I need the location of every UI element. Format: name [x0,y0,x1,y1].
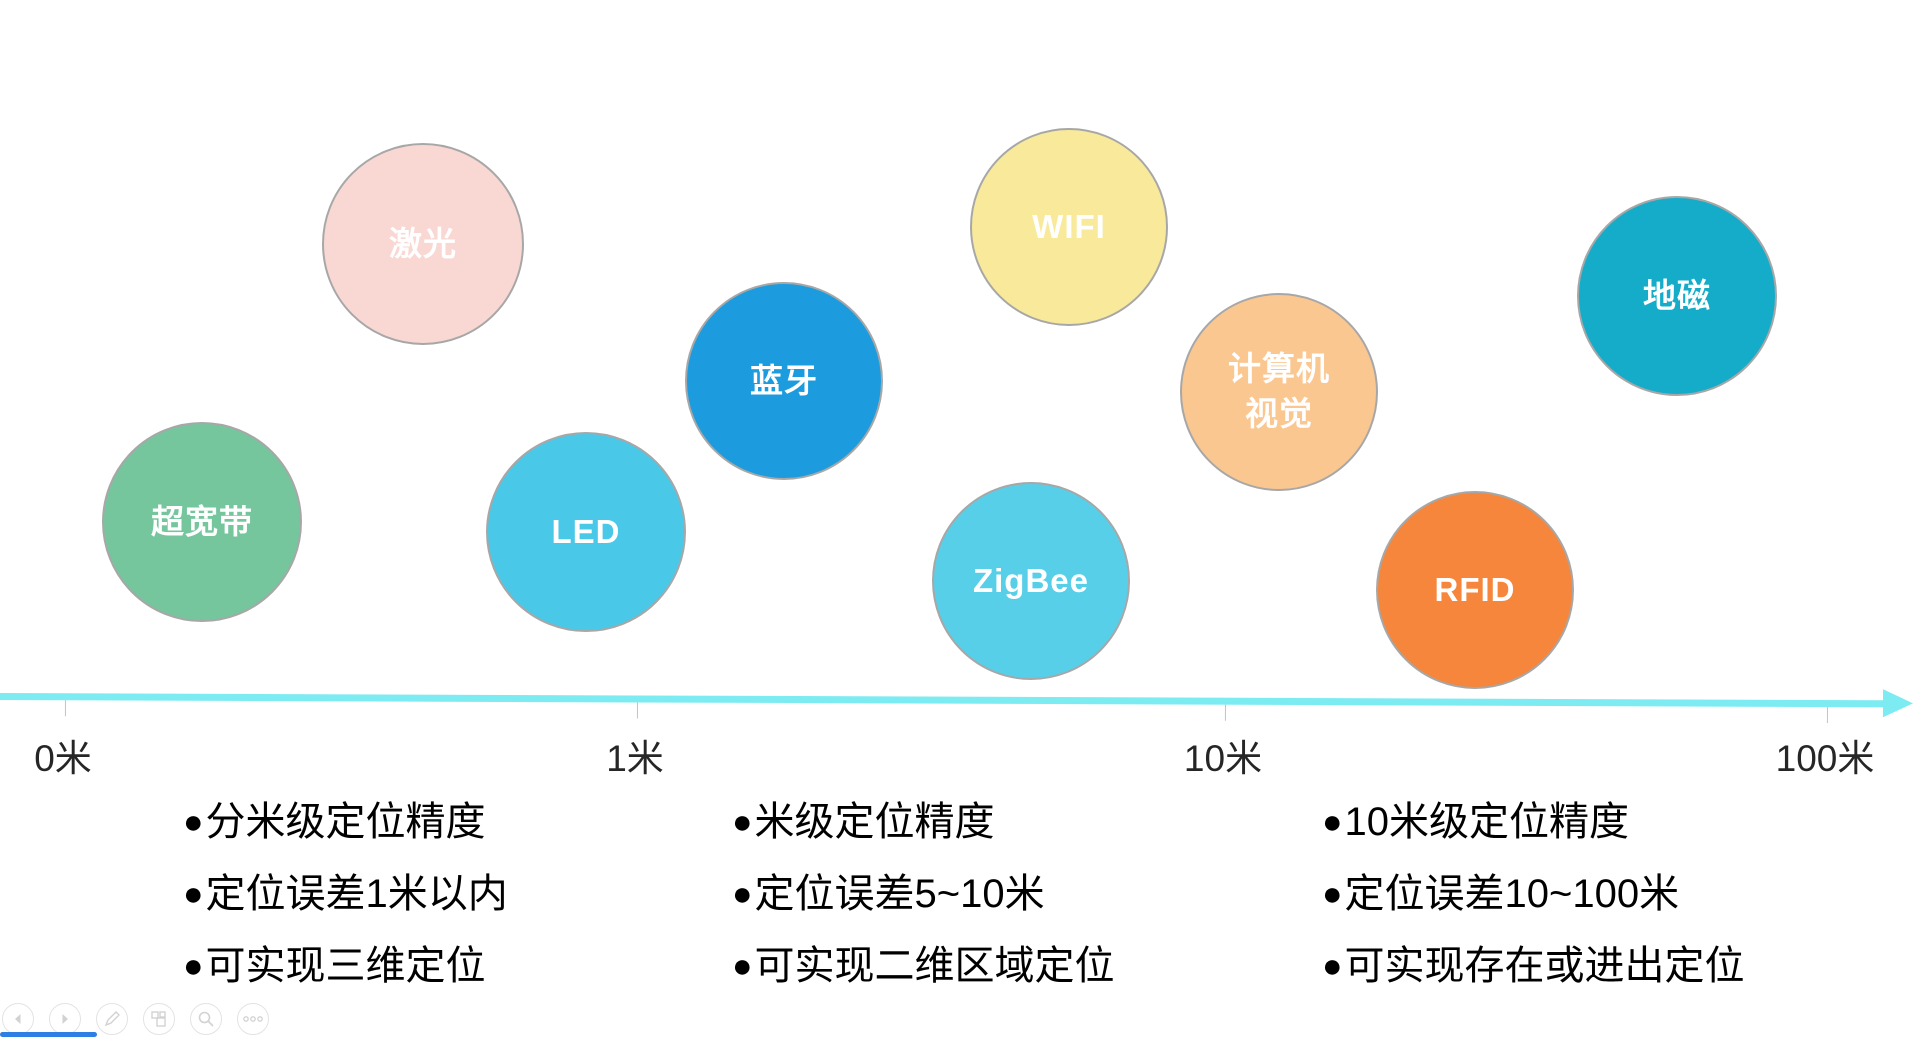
note-text: 10米级定位精度 [1344,800,1630,844]
bullet-icon: ● [183,875,204,913]
axis-arrowhead-icon [1882,689,1913,718]
axis-label-0: 0米 [34,738,92,779]
chevron-left-icon [10,1011,26,1027]
axis-tick-2 [1224,704,1226,721]
magnifier-icon [197,1010,215,1028]
ink-stroke [0,1032,97,1037]
bullet-icon: ● [732,947,753,985]
note-text: 定位误差5~10米 [754,872,1045,916]
bubble-label: ZigBee [972,561,1090,599]
bubble-label: 超宽带 [151,502,253,540]
bullet-icon: ● [732,875,753,913]
bullet-icon: ● [183,947,204,985]
note-text: 分米级定位精度 [205,800,486,844]
axis-line [0,693,1884,708]
presenter-toolbar [2,1003,269,1035]
bullet-icon: ● [183,803,204,841]
pen-tool-button[interactable] [96,1003,128,1035]
more-options-button[interactable] [237,1003,269,1035]
axis-label-3: 100米 [1775,738,1875,779]
note-line: ●定位误差5~10米 [732,858,1115,930]
note-text: 定位误差1米以内 [205,872,508,916]
note-column-1: ●米级定位精度●定位误差5~10米●可实现二维区域定位 [732,786,1115,1002]
bubble-zigbee: ZigBee [932,482,1130,680]
axis [0,689,1913,724]
bullet-icon: ● [732,803,753,841]
bubble-rfid: RFID [1376,491,1574,689]
bubble-label: RFID [1434,570,1516,608]
pen-icon [103,1010,121,1028]
note-text: 可实现二维区域定位 [754,944,1115,988]
note-line: ●可实现存在或进出定位 [1322,930,1745,1002]
bubble-geomagnetic: 地磁 [1577,196,1777,396]
note-line: ●分米级定位精度 [183,786,508,858]
bubble-uwb: 超宽带 [102,422,302,622]
note-text: 可实现三维定位 [205,944,486,988]
note-line: ●可实现三维定位 [183,930,508,1002]
note-text: 定位误差10~100米 [1344,872,1680,916]
bubble-wifi: WIFI [970,128,1168,326]
note-line: ●定位误差1米以内 [183,858,508,930]
note-line: ●可实现二维区域定位 [732,930,1115,1002]
bubble-label: LED [551,512,621,550]
axis-tick-0 [64,700,66,717]
bubble-laser: 激光 [322,143,524,345]
slide-browser-button[interactable] [143,1003,175,1035]
bubble-label: 地磁 [1643,276,1711,314]
next-slide-button[interactable] [49,1003,81,1035]
bubble-label: 计算机 视觉 [1228,350,1330,432]
note-line: ●米级定位精度 [732,786,1115,858]
note-line: ●定位误差10~100米 [1322,858,1745,930]
bullet-icon: ● [1322,875,1343,913]
ellipsis-icon [243,1015,263,1023]
bullet-icon: ● [1322,947,1343,985]
note-column-2: ●10米级定位精度●定位误差10~100米●可实现存在或进出定位 [1322,786,1745,1002]
chevron-right-icon [57,1011,73,1027]
note-text: 可实现存在或进出定位 [1344,944,1745,988]
bubble-computer-vision: 计算机 视觉 [1180,293,1378,491]
axis-label-1: 1米 [606,738,664,779]
bubble-label: 蓝牙 [750,361,818,399]
bubble-bluetooth: 蓝牙 [685,282,883,480]
note-column-0: ●分米级定位精度●定位误差1米以内●可实现三维定位 [183,786,508,1002]
bullet-icon: ● [1322,803,1343,841]
bubble-label: 激光 [389,224,457,262]
axis-tick-1 [636,702,638,719]
magnify-button[interactable] [190,1003,222,1035]
slides-icon [150,1010,168,1028]
note-text: 米级定位精度 [754,800,995,844]
note-line: ●10米级定位精度 [1322,786,1745,858]
bubble-label: WIFI [1032,207,1106,245]
bubble-led: LED [486,432,686,632]
previous-slide-button[interactable] [2,1003,34,1035]
axis-label-2: 10米 [1183,738,1263,779]
axis-tick-3 [1826,707,1828,724]
